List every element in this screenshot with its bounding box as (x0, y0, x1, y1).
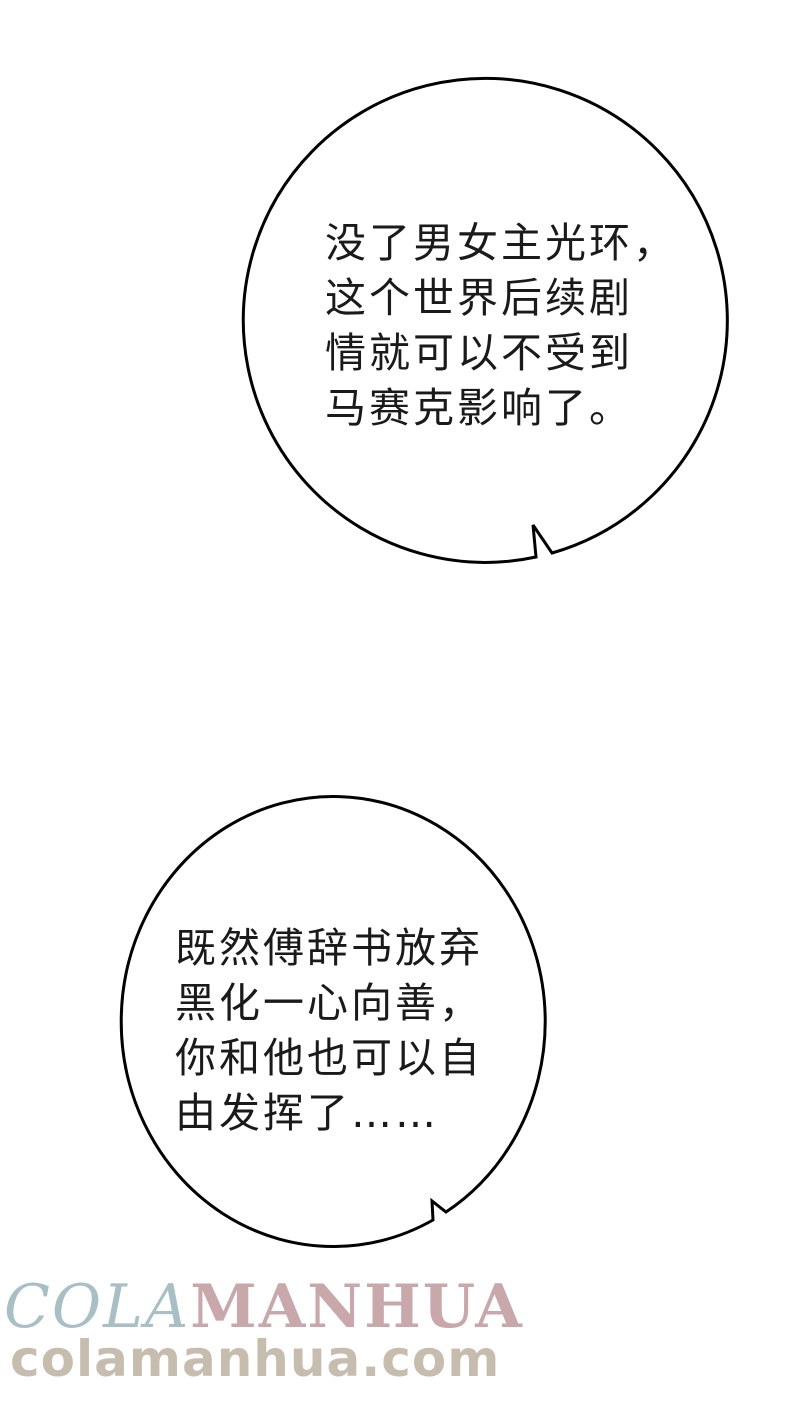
text-line: 这个世界后续剧 (325, 274, 633, 322)
watermark-logo: COLAMANHUA (4, 1272, 524, 1342)
text-line: 没了男女主光环， (325, 219, 677, 267)
watermark-part2: MANHUA (190, 1272, 524, 1342)
speech-bubble-2 (119, 795, 547, 1248)
text-line: 既然傅辞书放弃 (175, 924, 483, 972)
text-line: 情就可以不受到 (325, 329, 633, 377)
text-line: 你和他也可以自 (175, 1034, 483, 1082)
watermark-part1: COLA (4, 1272, 191, 1342)
text-line: 由发挥了…… (175, 1089, 439, 1137)
watermark-url: colamanhua.com (10, 1330, 501, 1388)
bubble-1-text: 没了男女主光环， 这个世界后续剧 情就可以不受到 马赛克影响了。 (325, 216, 677, 436)
speech-bubble-1 (241, 76, 729, 564)
text-line: 黑化一心向善， (175, 979, 483, 1027)
bubble-2-text: 既然傅辞书放弃 黑化一心向善， 你和他也可以自 由发挥了…… (175, 921, 483, 1141)
text-line: 马赛克影响了。 (325, 384, 633, 432)
